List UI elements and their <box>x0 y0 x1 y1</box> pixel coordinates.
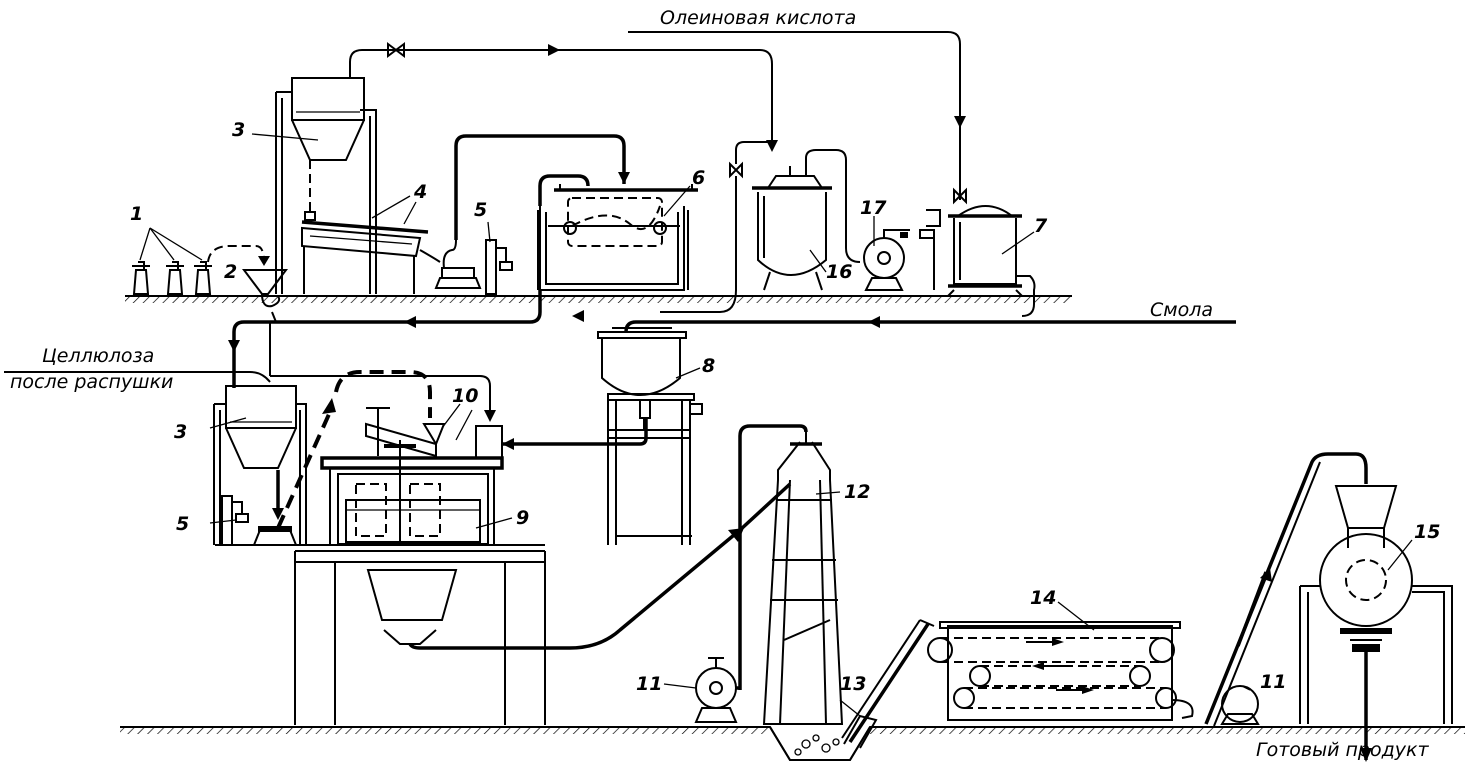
return-line <box>228 290 584 388</box>
transfer-dashed-line <box>276 370 432 529</box>
callout-11-left: 11 <box>636 673 662 695</box>
callout-16: 16 <box>826 261 852 283</box>
cyclone-12 <box>738 424 844 725</box>
cellulose-label: Целлюлоза <box>42 345 154 367</box>
tank-7 <box>947 205 1036 317</box>
callout-13: 13 <box>840 673 866 695</box>
reactor-16 <box>752 149 861 291</box>
callout-3-top: 3 <box>232 119 245 141</box>
callout-10: 10 <box>452 385 478 407</box>
conveyor-13 <box>794 619 935 756</box>
callout-leaders <box>209 133 1413 691</box>
callout-4: 4 <box>413 181 427 203</box>
funnel-2 <box>242 269 288 308</box>
callout-2: 2 <box>224 261 237 283</box>
callout-3-bottom: 3 <box>174 421 187 443</box>
middle-platform <box>215 544 546 725</box>
mixer-4 <box>301 195 441 294</box>
callout-12: 12 <box>844 481 870 503</box>
callout-5-top: 5 <box>474 199 487 221</box>
callout-14: 14 <box>1030 587 1056 609</box>
reactor-8 <box>502 327 703 545</box>
callout-8: 8 <box>702 355 715 377</box>
fan-11-left <box>694 657 740 723</box>
pump-17 <box>863 209 941 291</box>
callout-9: 9 <box>516 507 529 529</box>
fan-11-right <box>1204 452 1368 727</box>
pump-5-top <box>434 239 513 295</box>
cellulose-feed <box>4 322 496 422</box>
resin-label: Смола <box>1150 299 1213 321</box>
ground-floor <box>120 726 1465 761</box>
bottles-1 <box>132 227 270 295</box>
mill-15 <box>1299 485 1453 762</box>
resin-line <box>624 316 1236 333</box>
callout-5-bottom: 5 <box>176 513 189 535</box>
tank-6 <box>537 184 698 291</box>
feed-line-5-6 <box>454 134 630 240</box>
callout-17: 17 <box>860 197 887 219</box>
oleic-acid-label: Олеиновая кислота <box>660 7 856 29</box>
hopper-3-top <box>275 49 760 294</box>
finished-product-label: Готовый продукт <box>1256 739 1429 761</box>
callout-1: 1 <box>130 203 143 225</box>
mixer-9 <box>320 440 504 545</box>
cellulose-after-fluffing-label: после распушки <box>10 371 173 393</box>
discharge-hopper <box>366 482 792 650</box>
upper-floor <box>125 295 1072 303</box>
callout-15: 15 <box>1414 521 1440 543</box>
callout-11-right: 11 <box>1260 671 1286 693</box>
oleic-acid-line <box>387 31 967 313</box>
callout-6: 6 <box>692 167 705 189</box>
dryer-14 <box>927 621 1194 721</box>
feeder-10 <box>365 407 503 459</box>
callout-7: 7 <box>1034 215 1048 237</box>
